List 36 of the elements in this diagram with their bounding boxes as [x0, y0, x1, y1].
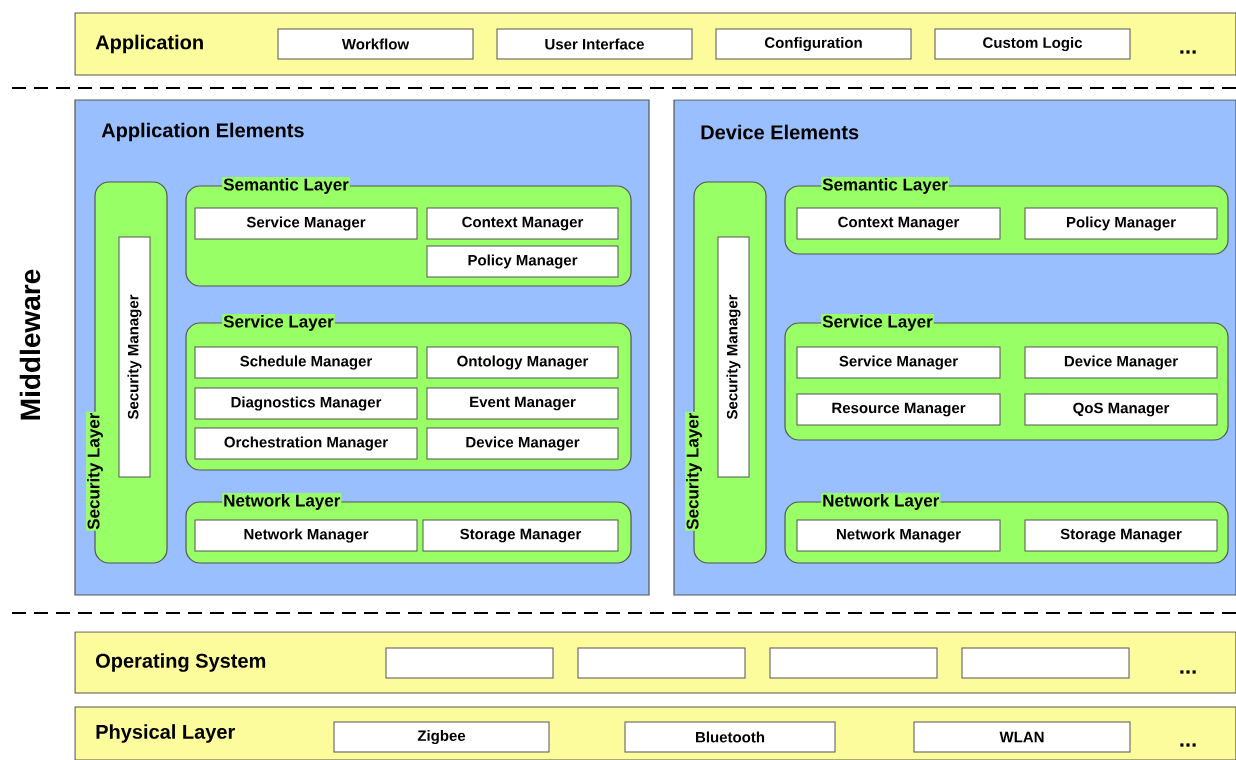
component-box: Storage Manager [422, 519, 619, 552]
component-box: Security Manager [717, 236, 750, 478]
component-box: Policy Manager [426, 245, 619, 278]
component-box: Context Manager [796, 207, 1001, 240]
component-box: Storage Manager [1024, 519, 1218, 552]
component-box [577, 647, 746, 679]
component-box: Context Manager [426, 207, 619, 240]
component-box: Zigbee [333, 721, 550, 753]
side-title: Middleware [19, 269, 41, 420]
component-box: Configuration [715, 28, 912, 60]
component-box [769, 647, 938, 679]
component-box: Workflow [277, 28, 474, 60]
component-box: Diagnostics Manager [194, 387, 418, 420]
component-box: Security Manager [118, 236, 151, 478]
ellipsis: ... [1180, 50, 1196, 54]
component-box: Ontology Manager [426, 346, 619, 379]
component-box: WLAN [913, 721, 1131, 753]
component-box: Device Manager [1024, 346, 1218, 379]
component-box: Custom Logic [934, 28, 1131, 60]
component-box: QoS Manager [1024, 393, 1218, 426]
component-box [961, 647, 1130, 679]
component-box: Bluetooth [624, 721, 836, 753]
component-box: Orchestration Manager [194, 427, 418, 460]
component-box: Service Manager [194, 207, 418, 240]
ellipsis: ... [1180, 743, 1196, 747]
component-box: Network Manager [194, 519, 418, 552]
component-box: Schedule Manager [194, 346, 418, 379]
component-box [385, 647, 554, 679]
component-box: Network Manager [796, 519, 1001, 552]
component-box: Service Manager [796, 346, 1001, 379]
component-box: Resource Manager [796, 393, 1001, 426]
component-box: Device Manager [426, 427, 619, 460]
component-box: User Interface [496, 28, 693, 60]
component-box: Event Manager [426, 387, 619, 420]
component-box: Policy Manager [1024, 207, 1218, 240]
ellipsis: ... [1180, 670, 1196, 674]
